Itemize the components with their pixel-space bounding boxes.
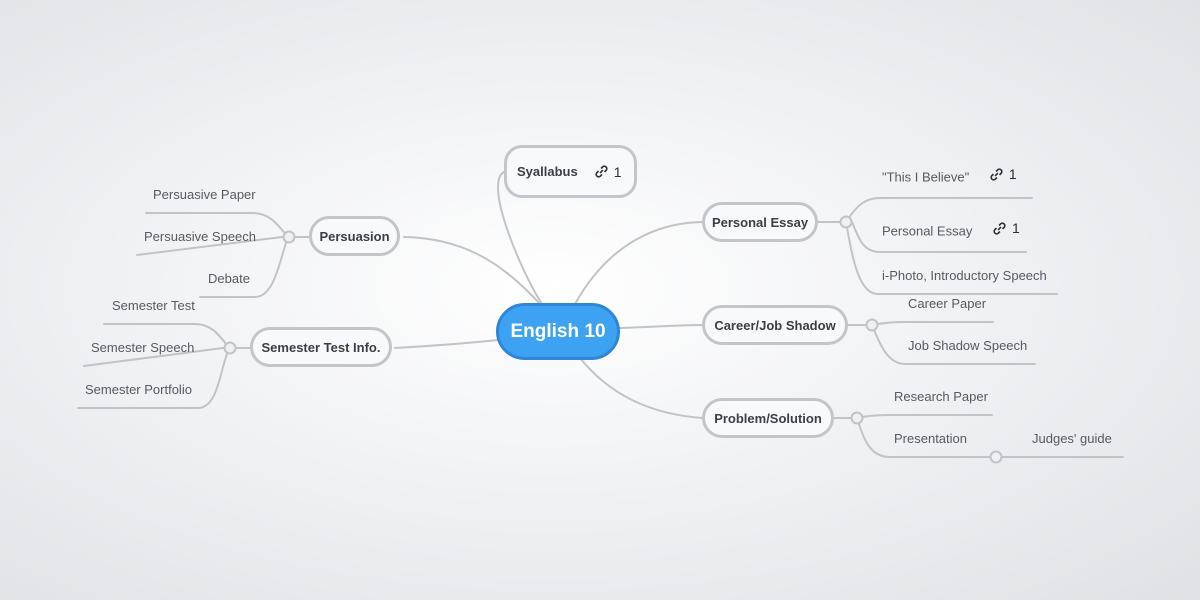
- leaf-personal-essay[interactable]: Personal Essay 1: [882, 220, 1020, 240]
- link-icon: [990, 167, 1003, 181]
- topic-semester-test-label: Semester Test Info.: [261, 339, 381, 355]
- topic-persuasion[interactable]: Persuasion: [309, 216, 400, 256]
- topic-career-label: Career/Job Shadow: [714, 317, 836, 333]
- this-i-believe-link[interactable]: 1: [989, 166, 1017, 182]
- branch-toggle-semester-test: [223, 341, 237, 355]
- syallabus-link[interactable]: 1: [594, 164, 622, 180]
- leaf-this-i-believe-label: "This I Believe": [882, 169, 970, 185]
- branch-toggle-career: [865, 318, 879, 332]
- topic-problem-solution-label: Problem/Solution: [714, 410, 822, 426]
- leaf-job-shadow-speech[interactable]: Job Shadow Speech: [908, 338, 1028, 353]
- root-label: English 10: [510, 320, 606, 342]
- topic-syallabus-label: Syallabus: [517, 164, 578, 179]
- leaf-personal-essay-label: Personal Essay: [882, 223, 973, 239]
- leaf-this-i-believe[interactable]: "This I Believe" 1: [882, 166, 1017, 186]
- topic-personal-essay-label: Personal Essay: [711, 214, 809, 230]
- leaf-persuasive-speech[interactable]: Persuasive Speech: [144, 229, 257, 244]
- topic-semester-test[interactable]: Semester Test Info.: [250, 327, 392, 367]
- topic-persuasion-label: Persuasion: [319, 228, 390, 244]
- leaf-judges-guide[interactable]: Judges' guide: [1032, 431, 1112, 446]
- topic-syallabus[interactable]: Syallabus 1: [504, 145, 637, 198]
- leaf-debate[interactable]: Debate: [208, 271, 250, 286]
- leaf-career-paper[interactable]: Career Paper: [908, 296, 987, 311]
- syallabus-link-count: 1: [613, 163, 622, 180]
- leaf-research-paper[interactable]: Research Paper: [894, 389, 988, 404]
- topic-problem-solution[interactable]: Problem/Solution: [702, 398, 834, 438]
- leaf-iphoto-speech[interactable]: i-Photo, Introductory Speech: [882, 268, 1047, 283]
- leaf-persuasive-paper[interactable]: Persuasive Paper: [153, 187, 256, 202]
- branch-toggle-presentation: [989, 450, 1003, 464]
- branch-toggle-problem: [850, 411, 864, 425]
- root-node[interactable]: English 10: [496, 303, 620, 360]
- leaf-semester-speech[interactable]: Semester Speech: [91, 340, 195, 355]
- leaf-semester-test[interactable]: Semester Test: [112, 298, 195, 313]
- personal-essay-link-count: 1: [1011, 220, 1020, 236]
- branch-toggle-personal-essay: [839, 215, 853, 229]
- link-icon: [595, 165, 608, 178]
- personal-essay-link[interactable]: 1: [992, 220, 1020, 236]
- leaf-semester-portfolio[interactable]: Semester Portfolio: [85, 382, 192, 397]
- leaf-presentation[interactable]: Presentation: [894, 431, 967, 446]
- this-i-believe-link-count: 1: [1008, 166, 1017, 182]
- topic-career[interactable]: Career/Job Shadow: [702, 305, 848, 345]
- topic-personal-essay[interactable]: Personal Essay: [702, 202, 818, 242]
- branch-toggle-persuasion: [282, 230, 296, 244]
- link-icon: [993, 221, 1006, 235]
